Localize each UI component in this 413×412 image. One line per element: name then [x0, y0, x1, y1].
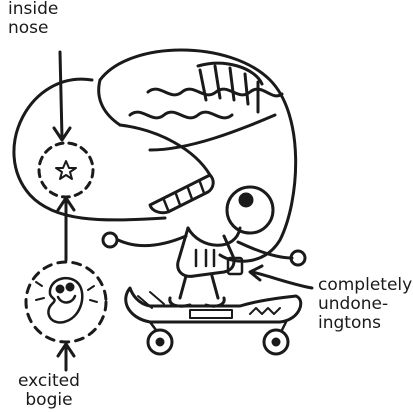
- label-excited-line-1: excited: [18, 371, 80, 391]
- bogie-up-arrow: [56, 196, 76, 262]
- inside-nose-arrow: [52, 50, 72, 142]
- label-excited-bogie: excited bogie: [18, 372, 80, 410]
- label-completely-line-3: ingtons: [318, 313, 381, 333]
- label-completely-line-2: undone-: [318, 294, 389, 314]
- mouth-teeth: [148, 173, 215, 215]
- skateboard: [124, 286, 303, 356]
- label-inside-nose-line-1: inside: [8, 0, 59, 19]
- excited-bogie-circle: [24, 260, 108, 344]
- undone-arrow: [248, 264, 314, 290]
- label-inside-nose: inside nose: [8, 0, 58, 38]
- label-inside-nose-line-2: nose: [8, 18, 49, 38]
- loop-arrow: [12, 77, 167, 222]
- giant-head: [97, 48, 298, 263]
- nose-target-circle: [37, 141, 95, 199]
- person-body: [101, 226, 307, 308]
- label-completely-line-1: completely: [318, 275, 413, 295]
- excited-bogie-arrow: [56, 342, 76, 372]
- label-completely-undone: completely undone- ingtons: [318, 276, 412, 333]
- label-excited-line-2: bogie: [25, 390, 73, 410]
